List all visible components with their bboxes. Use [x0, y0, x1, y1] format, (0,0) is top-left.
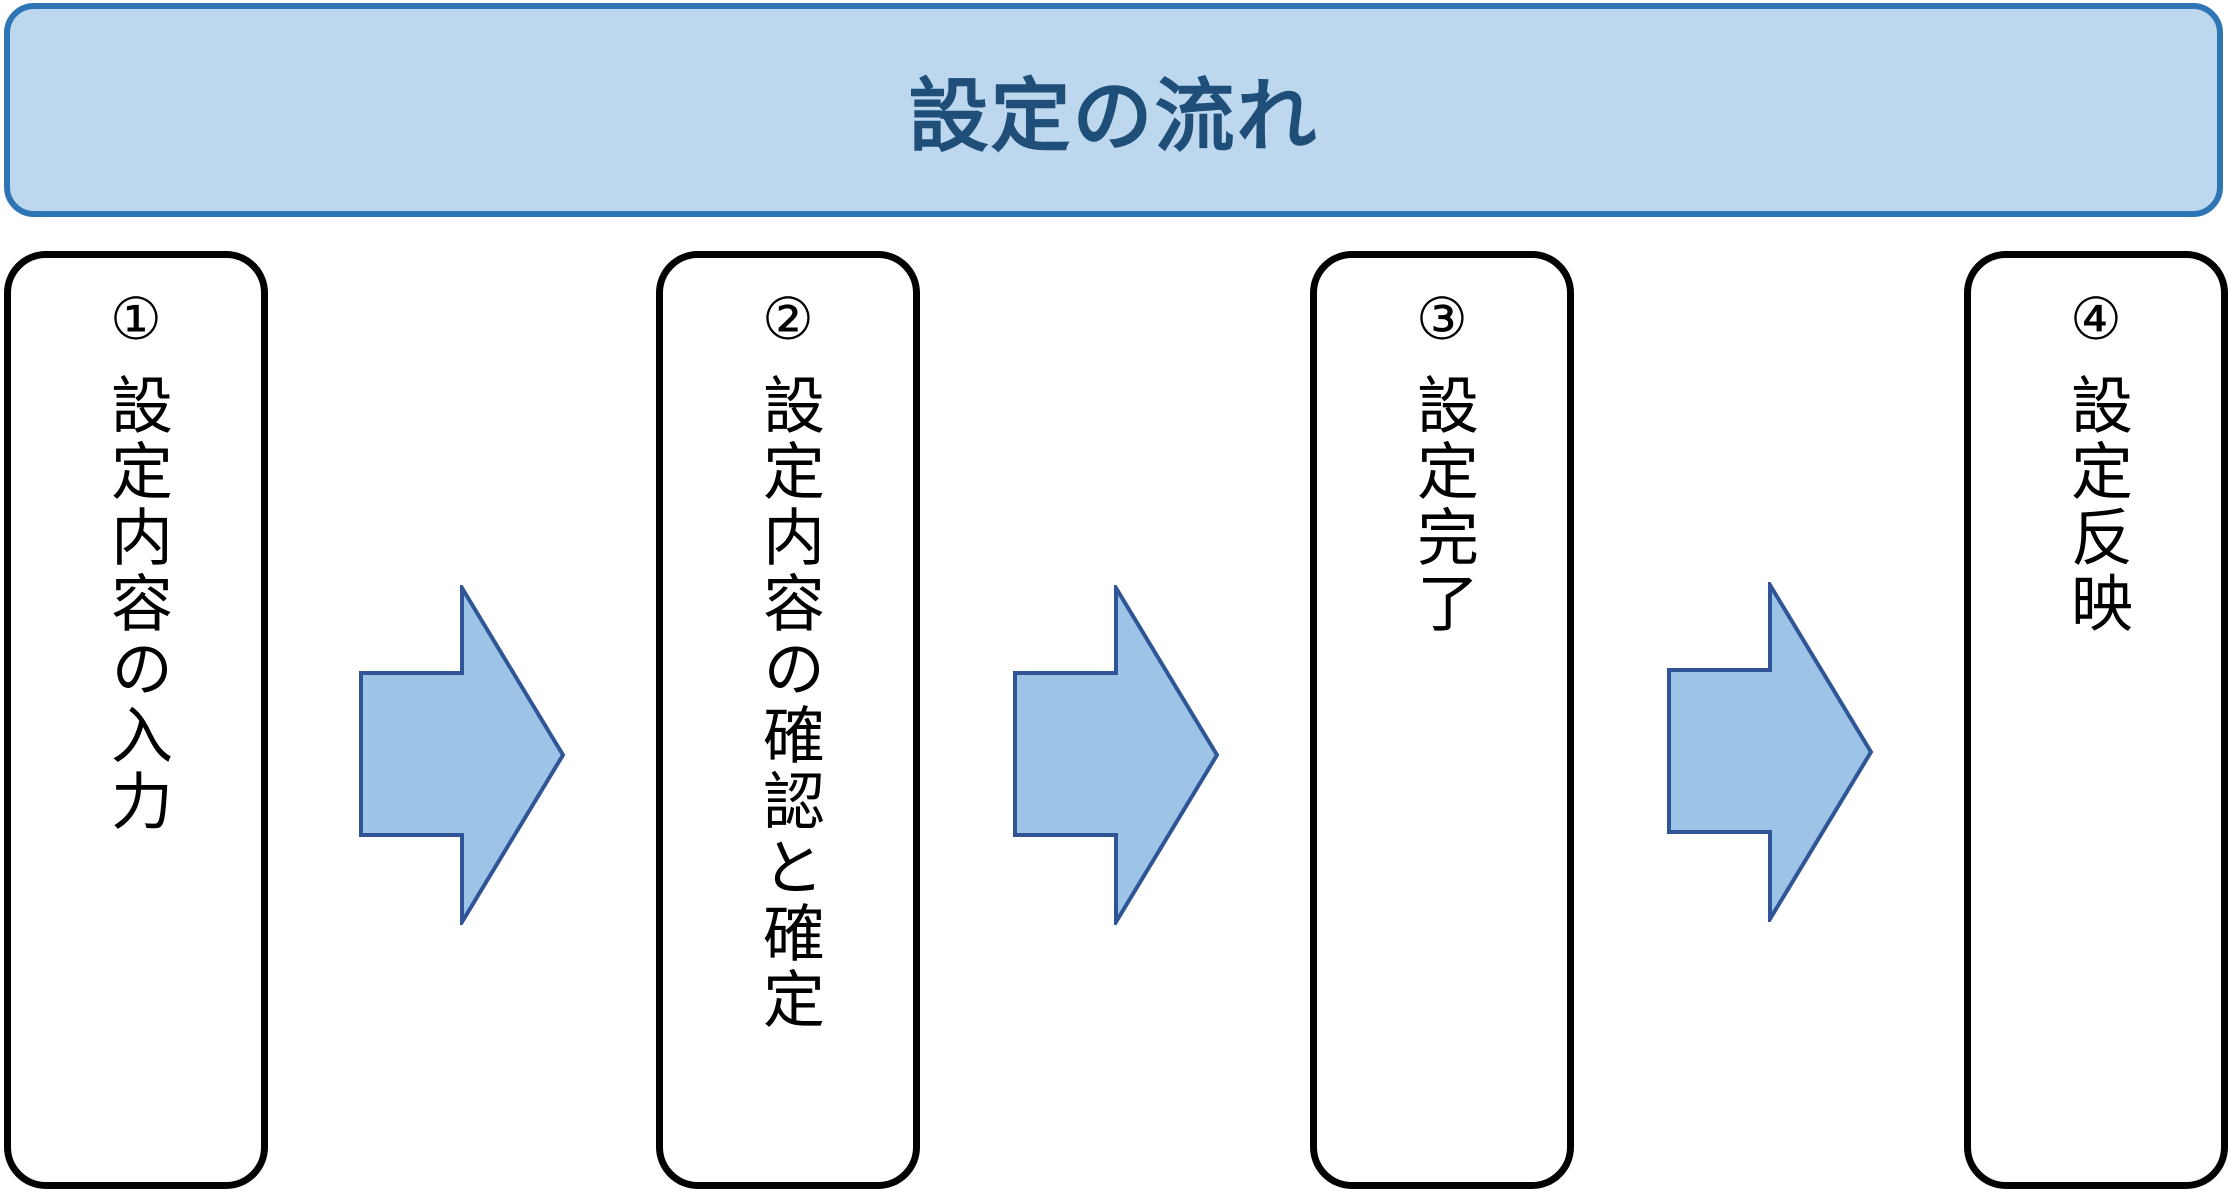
step-label-3: 設定完了: [1406, 373, 1479, 637]
step-label-wrap-3: 設定完了: [1317, 373, 1567, 637]
flow-arrow-3: [1667, 582, 1874, 922]
title-banner: 設定の流れ: [4, 3, 2223, 217]
diagram-title: 設定の流れ: [908, 70, 1319, 163]
step-number-2: ②: [762, 285, 814, 353]
step-number-4: ④: [2070, 285, 2122, 353]
step-label-wrap-4: 設定反映: [1971, 373, 2221, 637]
step-number-3: ③: [1416, 285, 1468, 353]
step-number-1: ①: [110, 285, 162, 353]
step-box-4: ④ 設定反映: [1964, 251, 2228, 1189]
step-label-wrap-2: 設定内容の確認と確定: [663, 373, 913, 1033]
flow-arrow-1: [359, 585, 566, 925]
step-label-2: 設定内容の確認と確定: [752, 373, 825, 1033]
flow-arrow-2: [1013, 585, 1220, 925]
step-box-3: ③ 設定完了: [1310, 251, 1574, 1189]
step-label-1: 設定内容の入力: [100, 373, 173, 835]
step-box-2: ② 設定内容の確認と確定: [656, 251, 920, 1189]
step-label-wrap-1: 設定内容の入力: [11, 373, 261, 835]
step-label-4: 設定反映: [2060, 373, 2133, 637]
step-box-1: ① 設定内容の入力: [4, 251, 268, 1189]
